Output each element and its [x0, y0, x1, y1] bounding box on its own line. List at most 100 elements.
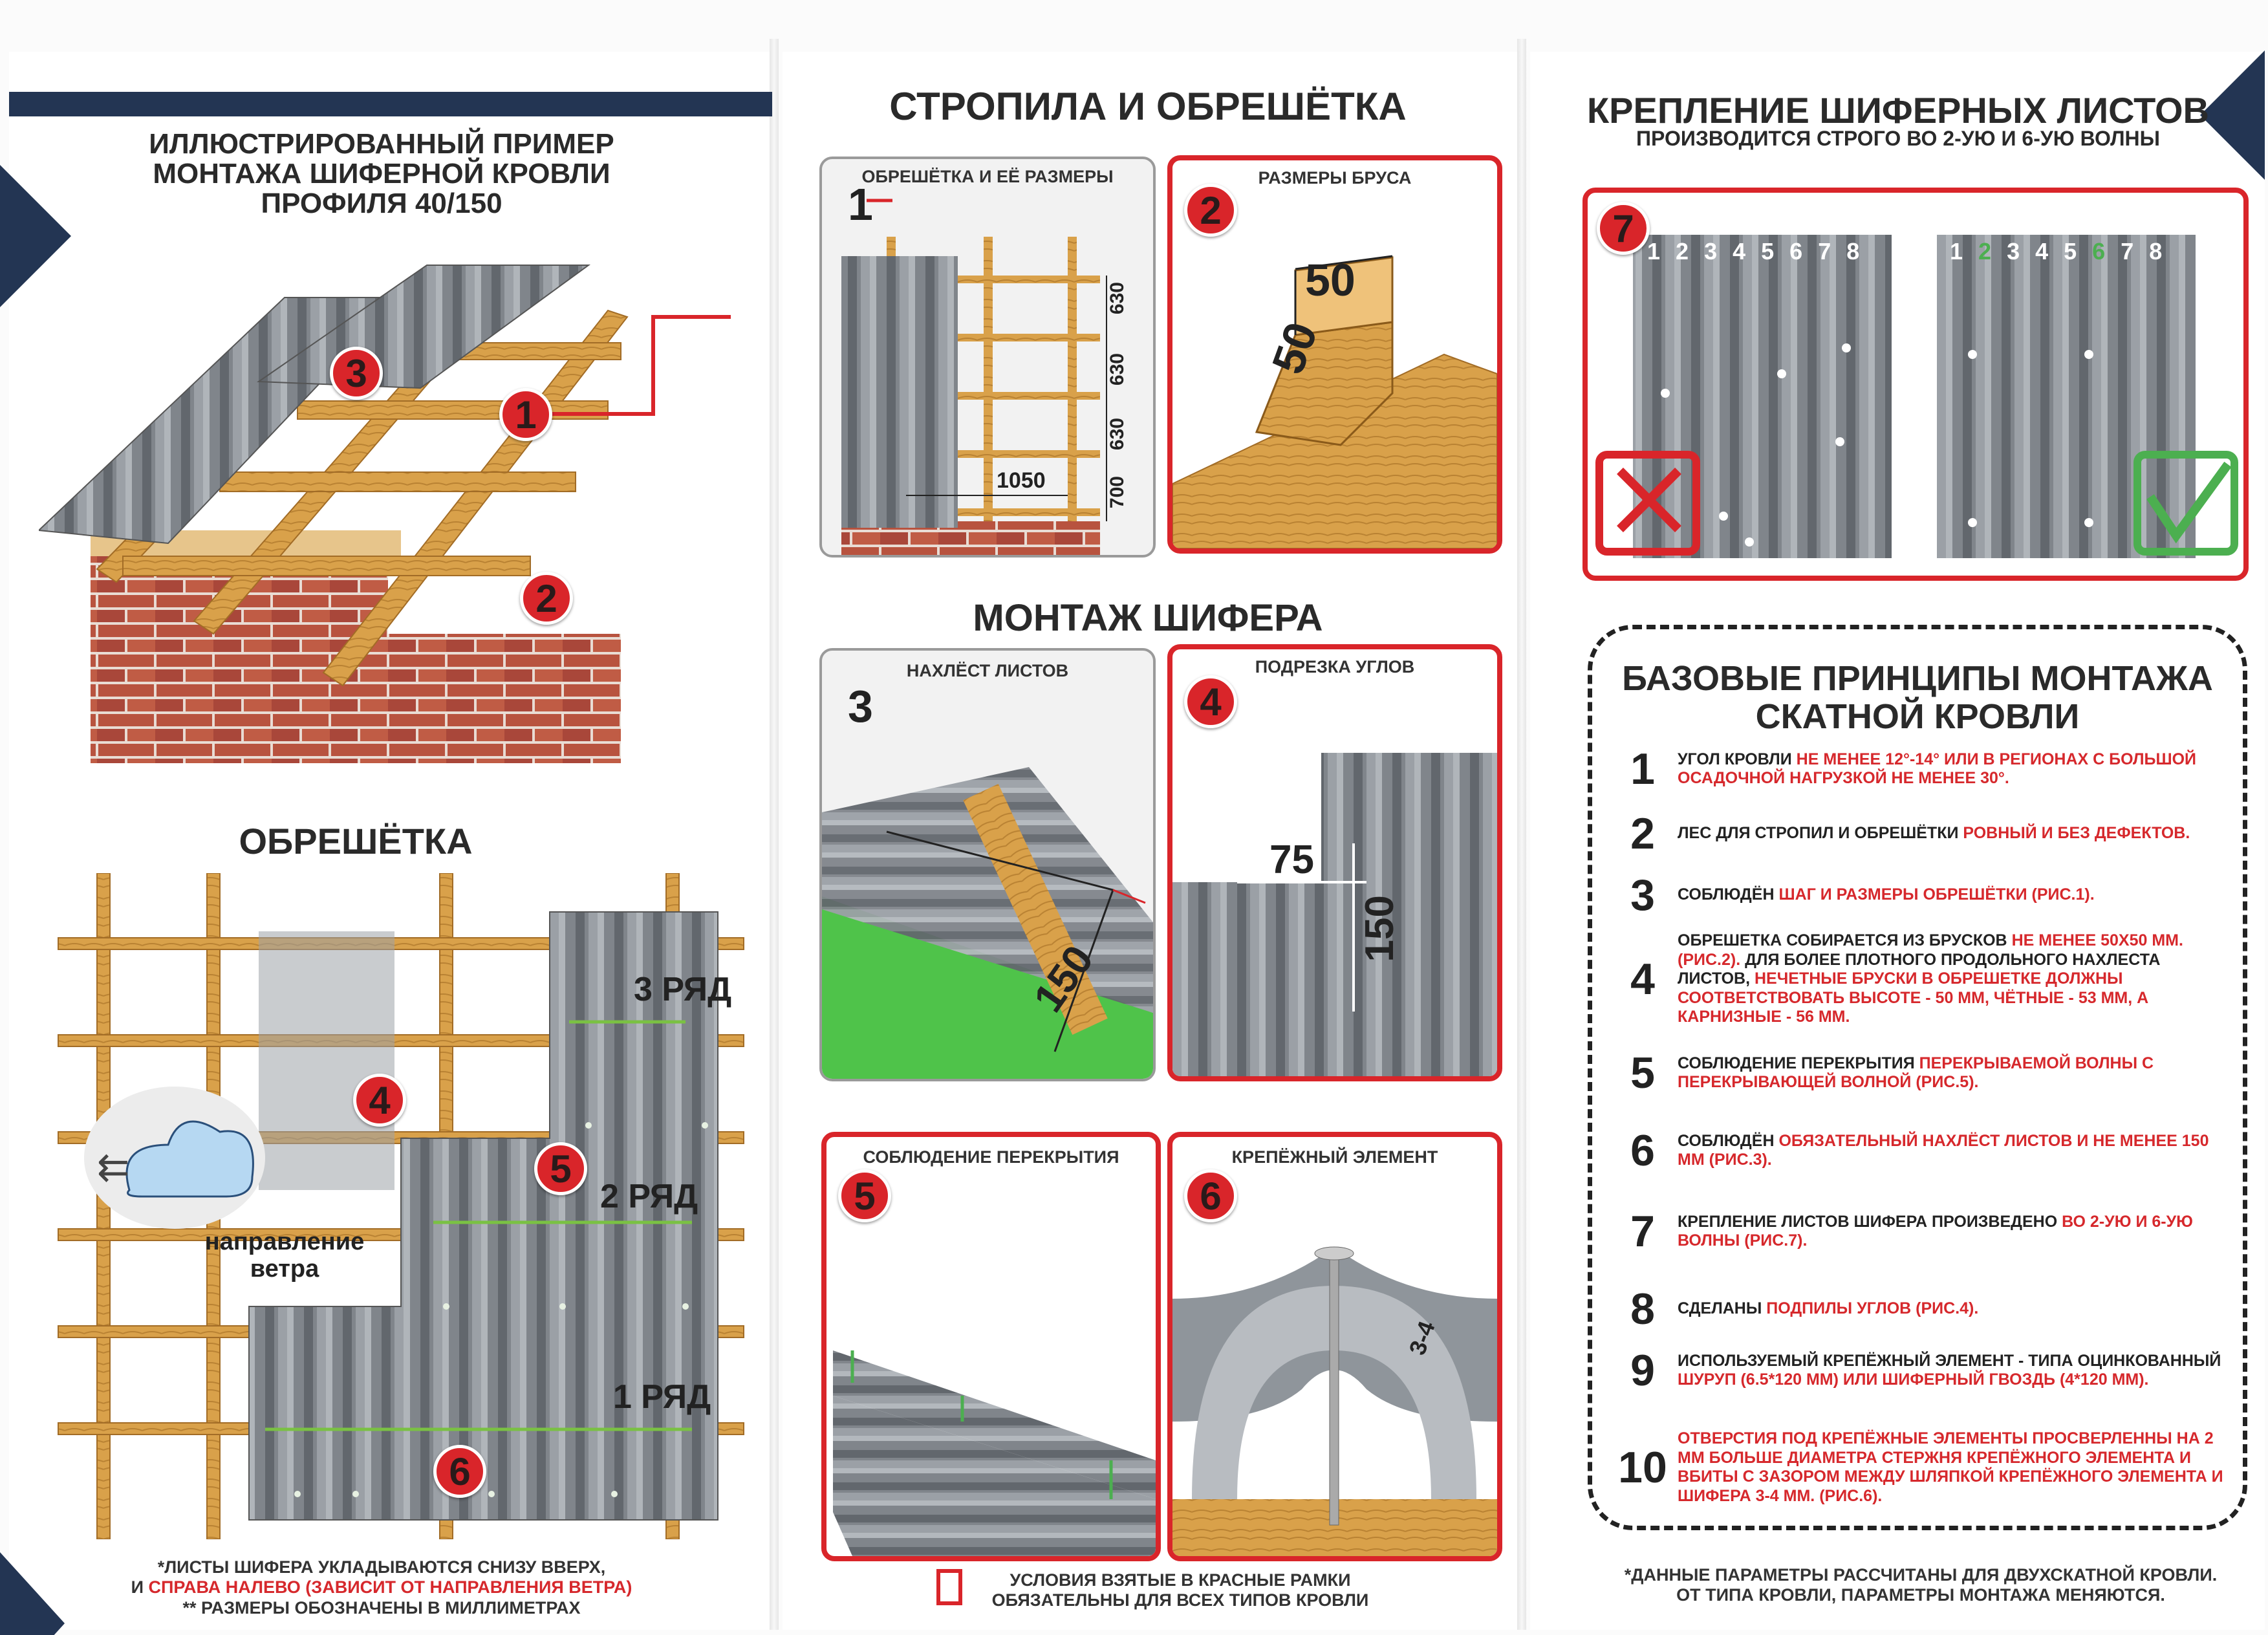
right-subtitle: ПРОИЗВОДИТСЯ СТРОГО ВО 2-УЮ И 6-УЮ ВОЛНЫ: [1636, 127, 2160, 150]
card-1-title: ОБРЕШЁТКА И ЕЁ РАЗМЕРЫ: [861, 167, 1114, 186]
card-3-number: 3: [848, 681, 873, 731]
principle-red: НЕ МЕНЕЕ 12°-14° или В РЕГИОНАХ С БОЛЬШО…: [1678, 750, 2196, 788]
note-line-1: *ЛИСТЫ ШИФЕРА УКЛАДЫВАЮТСЯ СНИЗУ ВВЕРХ,: [157, 1557, 606, 1577]
legend-red-frame: [936, 1569, 962, 1605]
card-4-badge: 4: [1184, 675, 1237, 728]
principle-red: РОВНЫЙ И БЕЗ ДЕФЕКТОВ.: [1963, 824, 2190, 843]
principle-9: 9 ИСПОЛЬЗУЕМЫЙ КРЕПЁЖНЫЙ ЭЛЕМЕНТ - ТИПА О…: [1617, 1345, 2225, 1396]
wind-arrows-icon: ⇇: [97, 1145, 130, 1189]
principle-black: СДЕЛАНЫ: [1678, 1299, 1767, 1318]
wave-num: 7: [2121, 238, 2134, 265]
card-1: ОБРЕШЁТКА И ЕЁ РАЗМЕРЫ 1 630 630 630 700…: [819, 157, 1156, 558]
principle-red: НЕЧЕТНЫЕ БРУСКИ В ОБРЕШЕТКЕ ДОЛЖНЫ СООТВ…: [1678, 969, 2149, 1026]
badge-1: 1: [499, 388, 552, 441]
principle-3: 3 СОБЛЮДЁН ШАГ И РАЗМЕРЫ ОБРЕШЁТКИ (РИС.1…: [1617, 870, 2225, 920]
principle-red: ПОДПИЛЫ УГЛОВ (РИС.4).: [1766, 1299, 1979, 1318]
obreshetka-title: ОБРЕШЁТКА: [239, 821, 473, 861]
lathing-diagram: [45, 873, 763, 1539]
badge-3: 3: [330, 347, 383, 400]
principles-title: БАЗОВЫЕ ПРИНЦИПЫ МОНТАЖА СКАТНОЙ КРОВЛИ: [1622, 659, 2213, 737]
principle-text: ИСПОЛЬЗУЕМЫЙ КРЕПЁЖНЫЙ ЭЛЕМЕНТ - ТИПА ОЦ…: [1669, 1352, 2225, 1390]
card-5-title: СОБЛЮДЕНИЕ ПЕРЕКРЫТИЯ: [863, 1147, 1119, 1167]
card-6-title: КРЕПЁЖНЫЙ ЭЛЕМЕНТ: [1231, 1147, 1438, 1167]
principle-black: СОБЛЮДЕНИЕ ПЕРЕКРЫТИЯ: [1678, 1054, 1919, 1072]
card-2-title: РАЗМЕРЫ БРУСА: [1258, 168, 1412, 188]
wave-num: 3: [2007, 238, 2020, 265]
principle-text: ОТВЕРСТИЯ ПОД КРЕПЁЖНЫЕ ЭЛЕМЕНТЫ ПРОСВЕР…: [1669, 1429, 2225, 1506]
badge-5: 5: [534, 1142, 587, 1195]
card-2-badge: 2: [1184, 184, 1237, 237]
dim-50-top: 50: [1305, 255, 1355, 305]
dim-630-mid: 630: [1107, 353, 1128, 386]
principle-text: СДЕЛАНЫ ПОДПИЛЫ УГЛОВ (РИС.4).: [1669, 1299, 1978, 1319]
right-title: КРЕПЛЕНИЕ ШИФЕРНЫХ ЛИСТОВ: [1587, 90, 2209, 131]
principle-black: ОБРЕШЕТКА СОБИРАЕТСЯ ИЗ БРУСКОВ: [1678, 931, 2012, 949]
principle-2: 2 ЛЕС ДЛЯ СТРОПИЛ И ОБРЕШЁТКИ РОВНЫЙ И БЕ…: [1617, 808, 2225, 859]
note-red: СПРАВА НАЛЕВО (ЗАВИСИТ ОТ НАПРАВЛЕНИЯ ВЕ…: [148, 1577, 632, 1597]
fold-line: [770, 39, 779, 1630]
note-line-3: ** РАЗМЕРЫ ОБОЗНАЧЕНЫ В МИЛЛИМЕТРАХ: [182, 1597, 581, 1618]
principle-red: ОБЯЗАТЕЛЬНЫЙ НАХЛЁСТ ЛИСТОВ И НЕ МЕНЕЕ 1…: [1678, 1131, 2209, 1169]
principle-red: ШУРУП (6.5*120 ММ) ИЛИ ШИФЕРНЫЙ ГВОЗДЬ (…: [1678, 1370, 2149, 1389]
card-2: РАЗМЕРЫ БРУСА 2 50 50: [1167, 155, 1502, 554]
fold-line: [1517, 39, 1526, 1630]
card-5-badge: 5: [838, 1169, 891, 1222]
card-4: ПОДРЕЗКА УГЛОВ 4 75 150: [1167, 644, 1502, 1081]
wave-num-highlight: 2: [1978, 238, 1992, 265]
wind-direction-label: направление ветра: [204, 1228, 365, 1283]
card-3-title: НАХЛЁСТ ЛИСТОВ: [906, 661, 1069, 680]
principle-number: 8: [1630, 1284, 1655, 1334]
dim-1050: 1050: [997, 468, 1046, 493]
wave-num: 2: [1676, 238, 1689, 265]
wave-num-highlight: 6: [2092, 238, 2106, 265]
principle-text: КРЕПЛЕНИЕ ЛИСТОВ ШИФЕРА ПРОИЗВЕДЕНО ВО 2…: [1669, 1213, 2225, 1251]
card-6: КРЕПЁЖНЫЙ ЭЛЕМЕНТ 6 3-4: [1167, 1132, 1502, 1561]
principle-number: 3: [1630, 871, 1655, 920]
left-title: ИЛЛЮСТРИРОВАННЫЙ ПРИМЕР МОНТАЖА ШИФЕРНОЙ…: [149, 128, 614, 220]
wave-num: 8: [2149, 238, 2163, 265]
principle-number: 6: [1630, 1126, 1655, 1175]
principle-text: СОБЛЮДЁН ОБЯЗАТЕЛЬНЫЙ НАХЛЁСТ ЛИСТОВ И Н…: [1669, 1132, 2225, 1170]
card-1-number: 1: [848, 179, 873, 230]
principle-red: ВО 2-УЮ И 6-УЮ ВОЛНЫ (РИС.7).: [1678, 1212, 2193, 1250]
principle-text: СОБЛЮДЕНИЕ ПЕРЕКРЫТИЯ ПЕРЕКРЫВАЕМОЙ ВОЛН…: [1669, 1054, 2225, 1092]
row-2-label: 2 РЯД: [600, 1178, 698, 1215]
badge-4: 4: [353, 1074, 406, 1127]
principle-red: ОТВЕРСТИЯ ПОД КРЕПЁЖНЫЕ ЭЛЕМЕНТЫ ПРОСВЕР…: [1678, 1429, 2223, 1505]
principle-text: СОБЛЮДЁН ШАГ И РАЗМЕРЫ ОБРЕШЁТКИ (РИС.1)…: [1669, 885, 2095, 905]
card-5: СОБЛЮДЕНИЕ ПЕРЕКРЫТИЯ 5: [821, 1132, 1161, 1561]
principle-black: ИСПОЛЬЗУЕМЫЙ КРЕПЁЖНЫЙ ЭЛЕМЕНТ - ТИПА ОЦ…: [1678, 1351, 2221, 1370]
principle-black: КРЕПЛЕНИЕ ЛИСТОВ ШИФЕРА ПРОИЗВЕДЕНО: [1678, 1212, 2062, 1231]
principle-black: СОБЛЮДЁН: [1678, 885, 1779, 904]
wave-num: 5: [2064, 238, 2077, 265]
wave-num: 8: [1846, 238, 1860, 265]
principle-red: НЕ МЕНЕЕ 50Х50 ММ. (РИС.2).: [1678, 931, 2183, 969]
left-footnote: *ЛИСТЫ ШИФЕРА УКЛАДЫВАЮТСЯ СНИЗУ ВВЕРХ, …: [26, 1557, 737, 1618]
wave-num: 3: [1704, 238, 1718, 265]
note-prefix: И: [131, 1577, 149, 1597]
principle-number: 5: [1630, 1048, 1655, 1098]
wave-num: 7: [1818, 238, 1831, 265]
principle-text: ОБРЕШЕТКА СОБИРАЕТСЯ ИЗ БРУСКОВ НЕ МЕНЕЕ…: [1669, 931, 2225, 1027]
principle-number: 2: [1630, 809, 1655, 858]
middle-title-mid: МОНТАЖ ШИФЕРА: [973, 597, 1323, 639]
principle-black: УГОЛ КРОВЛИ: [1678, 750, 1797, 768]
principle-red: ПЕРЕКРЫВАЕМОЙ ВОЛНЫ С ПЕРЕКРЫВАЮЩЕЙ ВОЛН…: [1678, 1054, 2154, 1092]
badge-2: 2: [520, 572, 573, 625]
principle-number: 7: [1630, 1207, 1655, 1256]
principle-number: 9: [1630, 1346, 1655, 1395]
principle-black: ДЛЯ БОЛЕЕ ПЛОТНОГО ПРОДОЛЬНОГО НАХЛЕСТА …: [1678, 950, 2161, 988]
wave-num: 6: [1789, 238, 1803, 265]
corner-triangle: [2200, 50, 2265, 180]
principle-7: 7 КРЕПЛЕНИЕ ЛИСТОВ ШИФЕРА ПРОИЗВЕДЕНО ВО …: [1617, 1206, 2225, 1257]
principle-black: ЛЕС ДЛЯ СТРОПИЛ И ОБРЕШЁТКИ: [1678, 824, 1963, 843]
wave-num: 5: [1761, 238, 1775, 265]
dim-630-top: 630: [1107, 282, 1128, 315]
corner-triangle: [0, 1552, 65, 1635]
dim-150-cut: 150: [1357, 895, 1402, 962]
